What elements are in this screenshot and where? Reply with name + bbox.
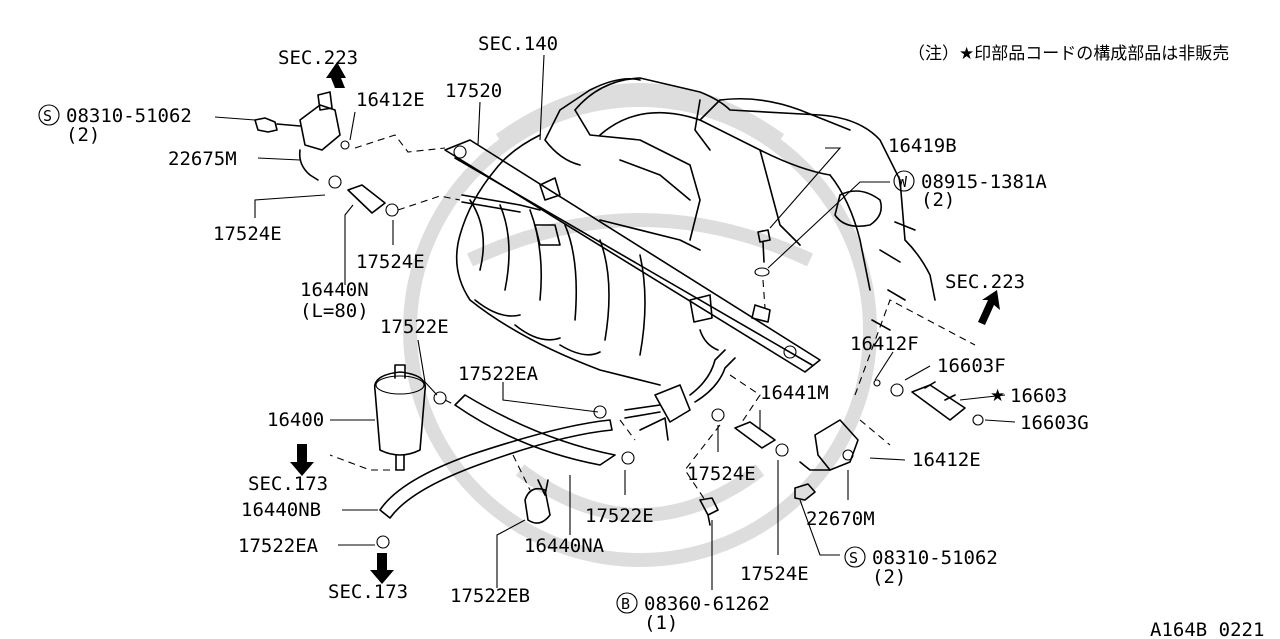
label-22670M: 22670M xyxy=(806,508,875,530)
circle-s-top-letter: S xyxy=(43,107,52,125)
circle-b-letter: B xyxy=(621,595,630,613)
sec173-arrows xyxy=(290,444,394,584)
circle-w-letter: W xyxy=(898,173,908,191)
label-16412E-right: 16412E xyxy=(912,449,981,471)
circle-s-bottom-letter: S xyxy=(849,549,858,567)
label-bolt-s2-qty: (2) xyxy=(872,566,906,588)
label-washer-w-qty: (2) xyxy=(921,189,955,211)
label-sec223-right: SEC.223 xyxy=(945,271,1025,293)
label-16440N: 16440N xyxy=(300,279,369,301)
label-17522EA-b: 17522EA xyxy=(238,535,319,557)
circle-s-top-icon xyxy=(38,104,60,126)
diagram-code: A164B 0221 xyxy=(1150,619,1264,639)
label-16603: 16603 xyxy=(1010,385,1067,407)
leader-lines xyxy=(214,54,1016,590)
watermark-emblem xyxy=(403,83,877,567)
label-16440N-length: (L=80) xyxy=(300,300,369,322)
label-17524E-b: 17524E xyxy=(356,251,425,273)
sec223-right-arrow xyxy=(978,290,1000,325)
hose-16440N xyxy=(328,175,399,217)
intake-manifold xyxy=(455,77,936,386)
label-17524E-d: 17524E xyxy=(740,563,809,585)
pressure-regulator-top xyxy=(254,91,350,181)
fuel-filter xyxy=(373,364,427,471)
hose-16440NB xyxy=(379,419,613,519)
label-sec173-left: SEC.173 xyxy=(248,473,328,495)
part-labels: （注）★印部品コードの構成部品は非販売 A164B 0221 SEC.140 S… xyxy=(38,33,1264,639)
circle-w-icon xyxy=(893,170,915,192)
fuel-injector xyxy=(873,379,984,426)
label-17522EB: 17522EB xyxy=(450,585,530,607)
label-16440NB: 16440NB xyxy=(241,499,321,521)
sec223-top-arrow xyxy=(326,62,346,88)
bolt-16419B xyxy=(754,229,771,277)
note-text: （注）★印部品コードの構成部品は非販売 xyxy=(908,44,1229,64)
circle-s-bottom-icon xyxy=(844,546,866,568)
label-bolt-s1-qty: (2) xyxy=(66,124,100,146)
label-16412E-top: 16412E xyxy=(356,89,425,111)
circle-b-icon xyxy=(616,592,638,614)
fuel-rail xyxy=(444,139,821,373)
fuel-damper xyxy=(624,329,736,441)
label-17522E-a: 17522E xyxy=(380,316,449,338)
hose-16440NA xyxy=(454,394,616,466)
label-sec173-bottom: SEC.173 xyxy=(328,581,408,603)
label-bolt-s1: 08310-51062 xyxy=(66,105,192,127)
label-star-mark: ★ xyxy=(990,386,1005,406)
label-washer-w: 08915-1381A xyxy=(921,171,1047,193)
label-16603F: 16603F xyxy=(937,355,1006,377)
label-sec223-top: SEC.223 xyxy=(278,47,358,69)
label-22675M: 22675M xyxy=(168,148,237,170)
label-16412F: 16412F xyxy=(850,333,919,355)
label-17524E-c: 17524E xyxy=(687,463,756,485)
label-16400: 16400 xyxy=(267,409,324,431)
label-bolt-b-qty: (1) xyxy=(644,612,678,634)
pressure-regulator-right xyxy=(794,419,859,501)
label-16603G: 16603G xyxy=(1020,412,1089,434)
clamp-17522EB xyxy=(524,479,551,524)
label-16440NA: 16440NA xyxy=(524,535,605,557)
label-bolt-s2: 08310-51062 xyxy=(872,547,998,569)
label-bolt-b: 08360-61262 xyxy=(644,593,770,615)
label-16419B: 16419B xyxy=(888,135,957,157)
label-17520: 17520 xyxy=(445,80,502,102)
label-16441M: 16441M xyxy=(760,382,829,404)
label-sec140: SEC.140 xyxy=(478,33,558,55)
label-17522EA-a: 17522EA xyxy=(458,363,539,385)
label-17524E-a: 17524E xyxy=(213,223,282,245)
label-17522E-b: 17522E xyxy=(585,505,654,527)
